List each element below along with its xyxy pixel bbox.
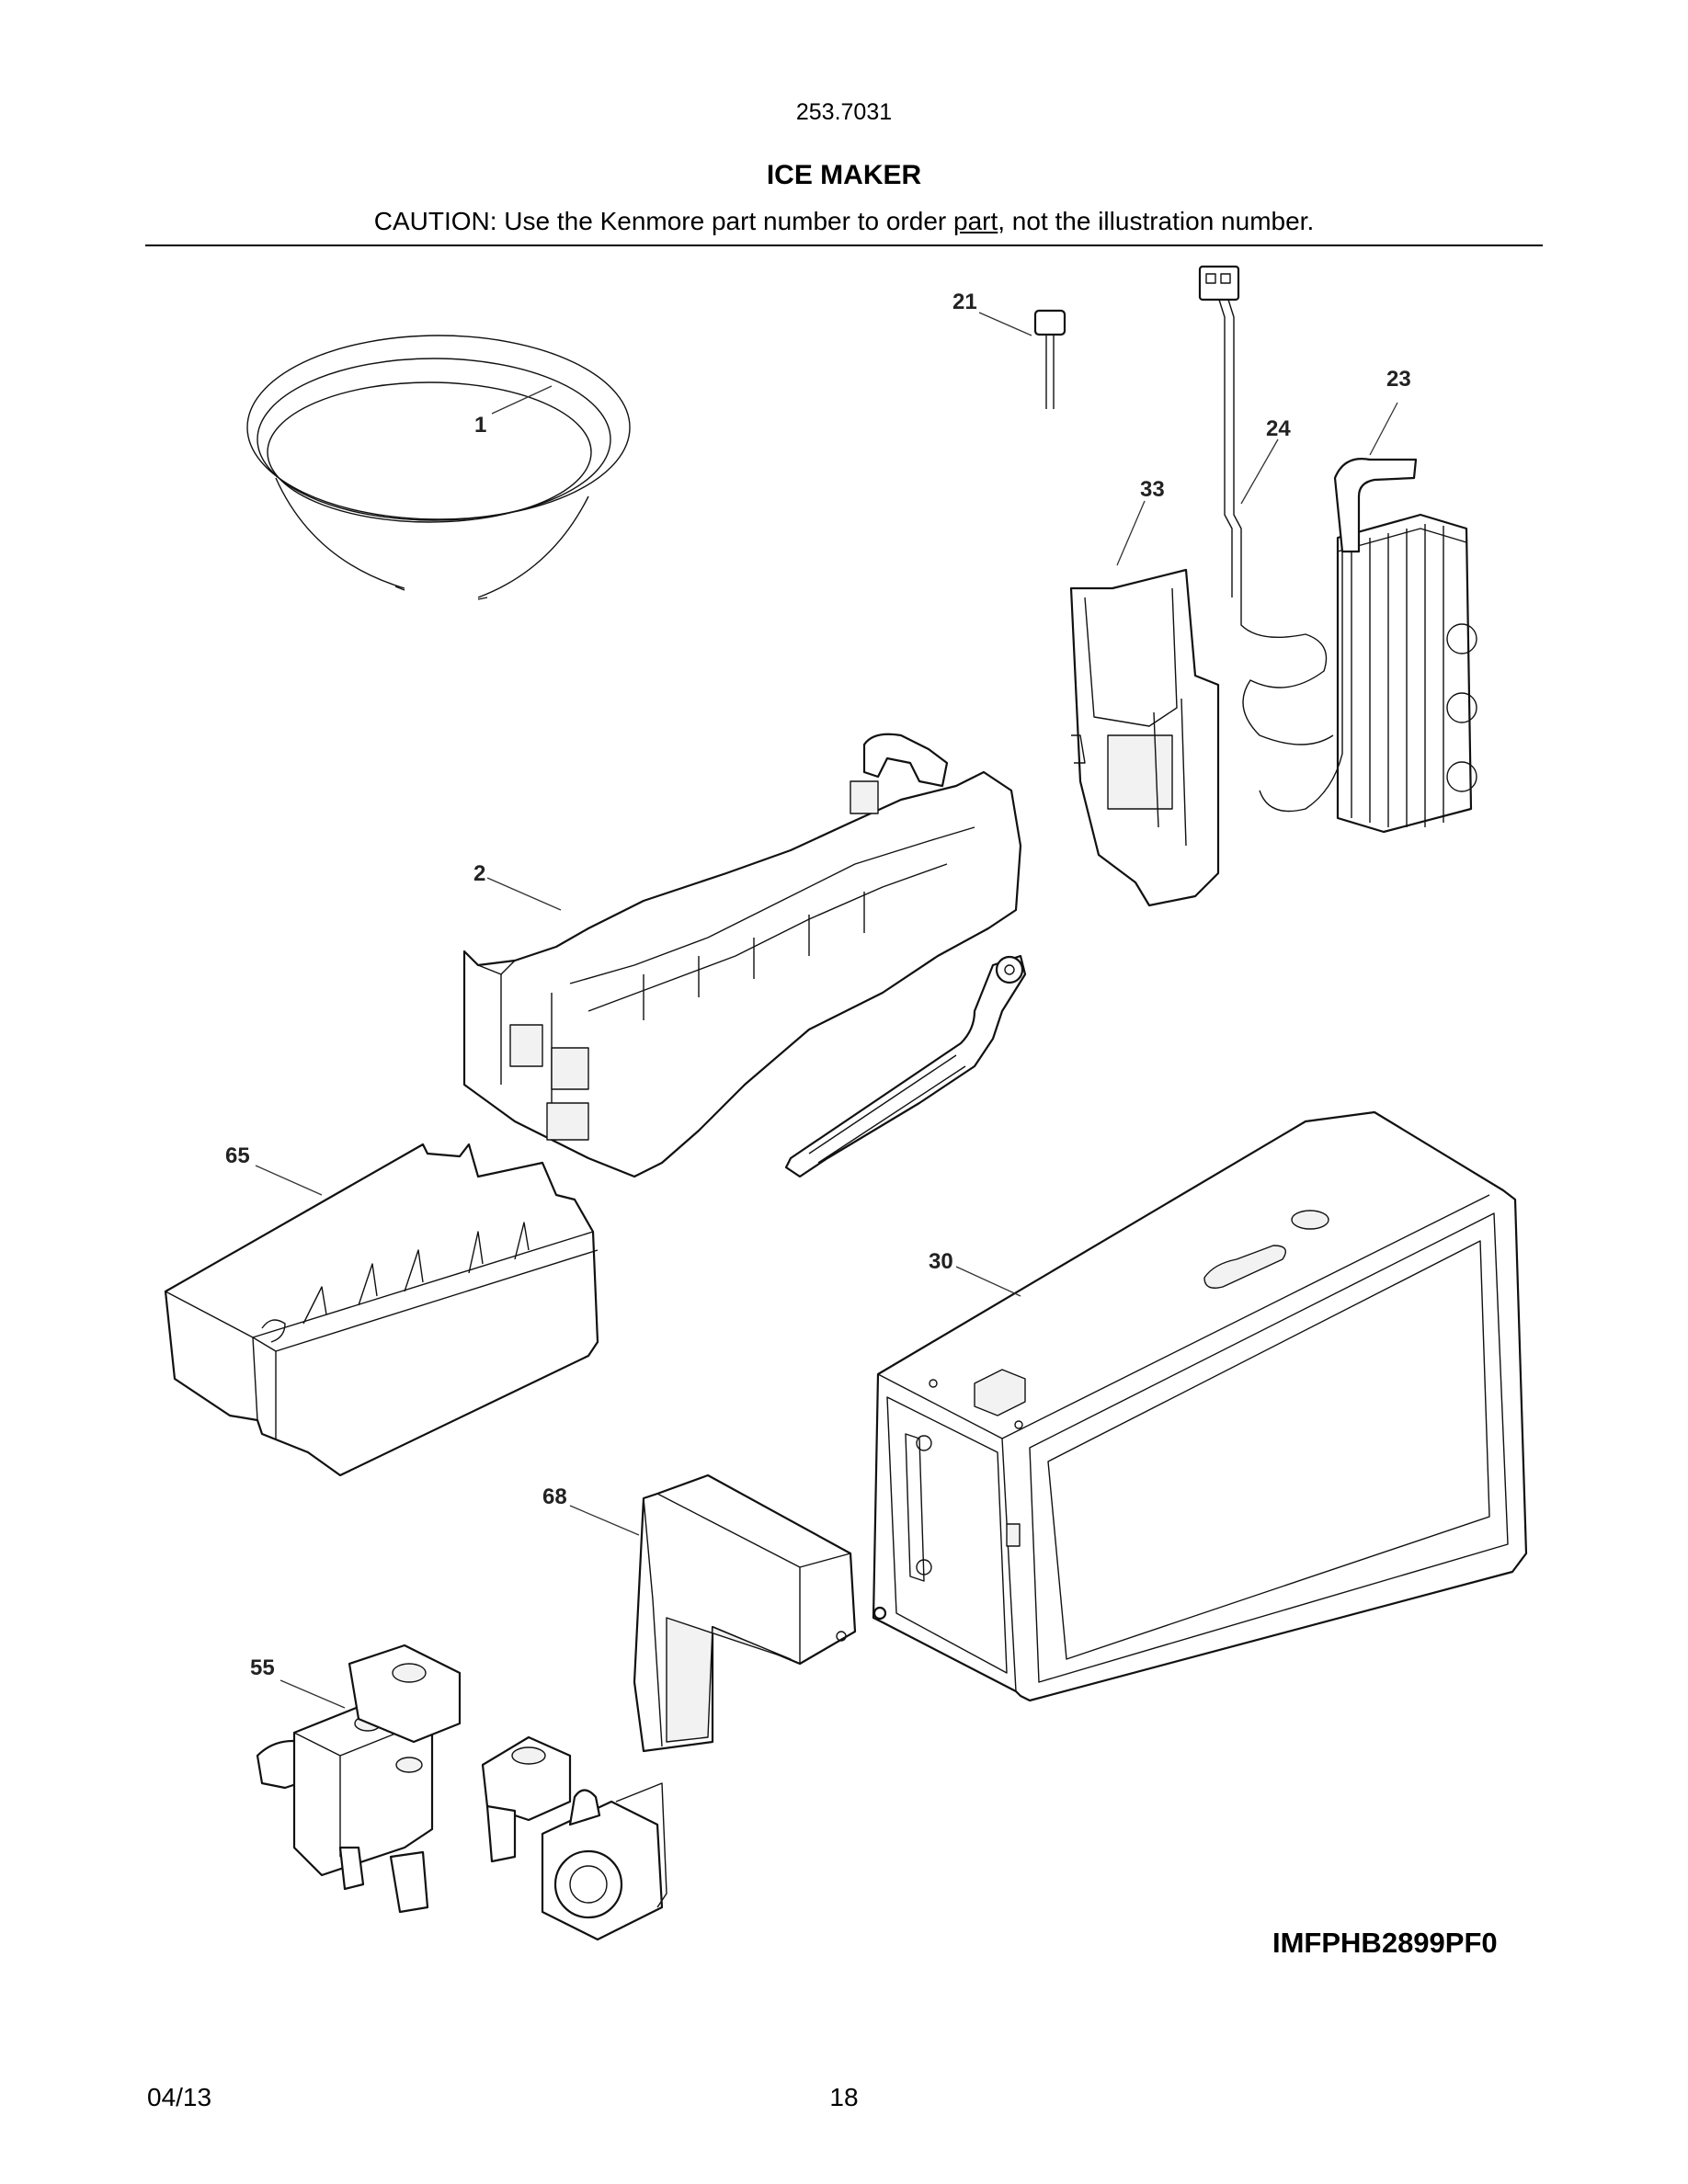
label-21: 21	[952, 290, 977, 314]
label-23: 23	[1386, 367, 1411, 392]
leader-68	[569, 1505, 640, 1536]
label-2: 2	[473, 861, 485, 886]
leader-2	[486, 877, 562, 911]
model-number: 253.7031	[795, 99, 893, 125]
page-title: ICE MAKER	[766, 160, 922, 190]
caution-part-link[interactable]: part	[953, 207, 998, 235]
leader-1	[491, 385, 553, 415]
leader-55	[279, 1679, 346, 1709]
leader-24	[1240, 438, 1279, 505]
part-33-bracket	[1069, 568, 1220, 907]
part-21-sensor	[1033, 309, 1066, 409]
part-55-water-valve	[256, 1644, 667, 1941]
leader-65	[255, 1165, 323, 1196]
label-24: 24	[1266, 416, 1291, 441]
leader-21	[978, 312, 1032, 336]
caution-note: CAUTION: Use the Kenmore part number to …	[0, 207, 1688, 236]
label-65: 65	[225, 1143, 250, 1168]
label-30: 30	[929, 1249, 953, 1274]
label-68: 68	[542, 1484, 567, 1509]
leader-33	[1116, 500, 1146, 566]
part-65-ice-bucket	[164, 1143, 599, 1477]
label-55: 55	[250, 1655, 275, 1680]
footer-date: 04/13	[147, 2083, 212, 2111]
part-68-dispenser-cover	[633, 1473, 857, 1753]
callout-labels: 1 21 23 24 33 2 65 30 68 55	[225, 290, 1411, 1680]
leader-23	[1369, 402, 1398, 456]
part-24-wire-harness	[1198, 265, 1242, 597]
part-1-water-tube	[246, 335, 631, 600]
leader-lines	[255, 312, 1398, 1709]
label-33: 33	[1140, 477, 1165, 502]
leader-30	[955, 1266, 1021, 1297]
part-2-ice-maker-unit	[462, 733, 1027, 1178]
diagram-code: IMFPHB2899PF0	[1272, 1927, 1498, 1959]
page-number: 18	[829, 2083, 859, 2111]
caution-text-end: , not the illustration number.	[998, 207, 1315, 235]
label-1: 1	[474, 413, 486, 438]
part-30-ice-container	[872, 1110, 1528, 1702]
part-23-heater-assembly	[1240, 458, 1477, 834]
caution-text-start: CAUTION: Use the Kenmore part number to …	[373, 207, 953, 235]
header-divider	[145, 245, 1543, 246]
